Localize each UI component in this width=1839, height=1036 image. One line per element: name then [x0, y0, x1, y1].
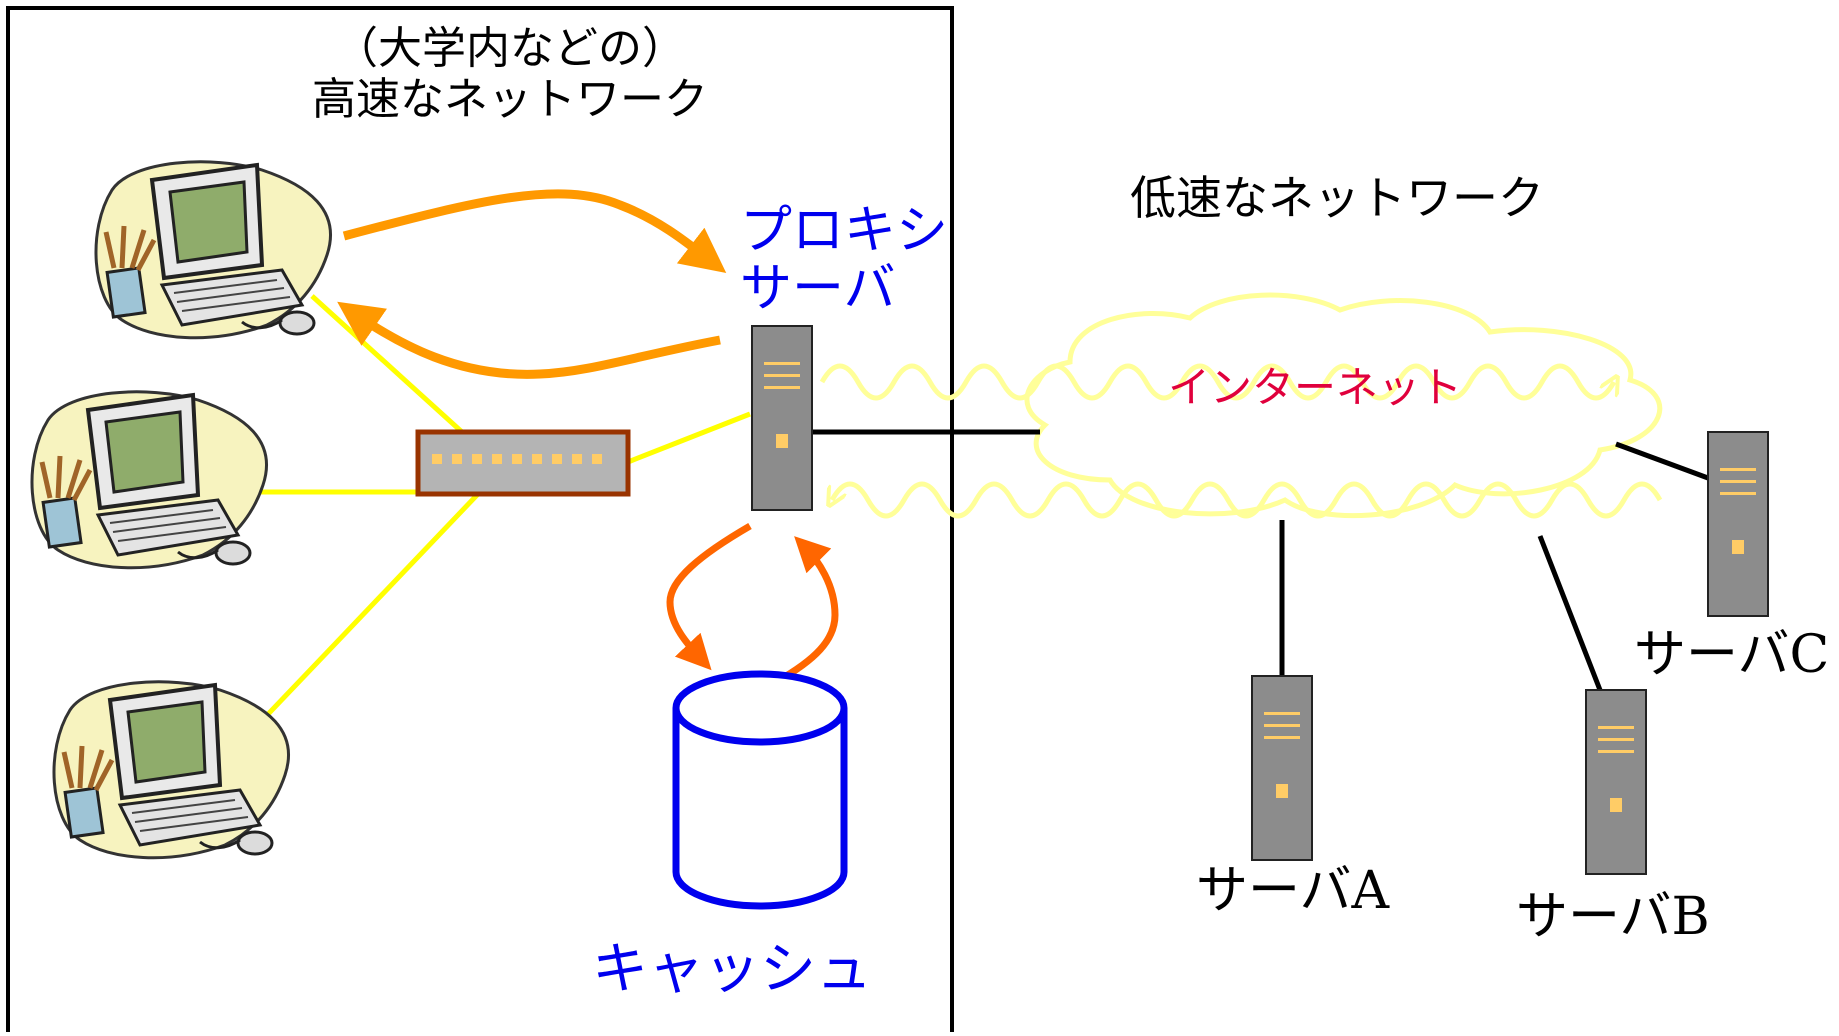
proxy-server-icon [751, 325, 813, 511]
server-b-label: サーバB [1516, 887, 1710, 947]
server-b-icon [1585, 689, 1647, 875]
server-c-link [1615, 441, 1709, 481]
internet-cloud-icon [1024, 292, 1663, 519]
server-c-label: サーバC [1634, 625, 1830, 685]
wan-links [812, 429, 1709, 691]
wan-title: 低速なネットワーク [1130, 171, 1544, 225]
server-a-icon [1251, 675, 1313, 861]
pc1-switch-link [310, 294, 464, 434]
proxy-label-line-1: プロキシ [740, 201, 949, 261]
proxy-label-line-2: サーバ [740, 259, 896, 320]
switch-proxy-link [627, 411, 751, 465]
pc3-switch-link [230, 492, 480, 754]
cache-label: キャッシュ [592, 937, 872, 1002]
lan-title-line-1: （大学内などの） [334, 23, 686, 74]
internet-label: インターネット [1168, 363, 1463, 412]
lan-title-line-2: 高速なネットワーク [312, 73, 708, 125]
lan-boundary [6, 6, 954, 1036]
lan-title: （大学内などの） 高速なネットワーク [300, 23, 720, 125]
lan-links [230, 294, 751, 754]
client-pc-1-icon [96, 162, 331, 338]
database-cylinder-icon [672, 670, 848, 910]
request-arrow [342, 189, 727, 274]
client-pc-2-icon [32, 392, 267, 568]
cache-store-arrow [666, 522, 752, 671]
client-pc-3-icon [54, 682, 289, 858]
network-switch-icon [415, 429, 631, 497]
downstream-wave [832, 481, 1663, 519]
server-a-label: サーバA [1196, 861, 1390, 921]
cache-fetch-arrow [774, 536, 839, 686]
response-arrow [337, 301, 721, 379]
server-c-icon [1707, 431, 1769, 617]
proxy-server-label: プロキシ サーバ [740, 201, 949, 320]
server-b-link [1537, 535, 1603, 691]
upstream-wave [819, 363, 1614, 401]
